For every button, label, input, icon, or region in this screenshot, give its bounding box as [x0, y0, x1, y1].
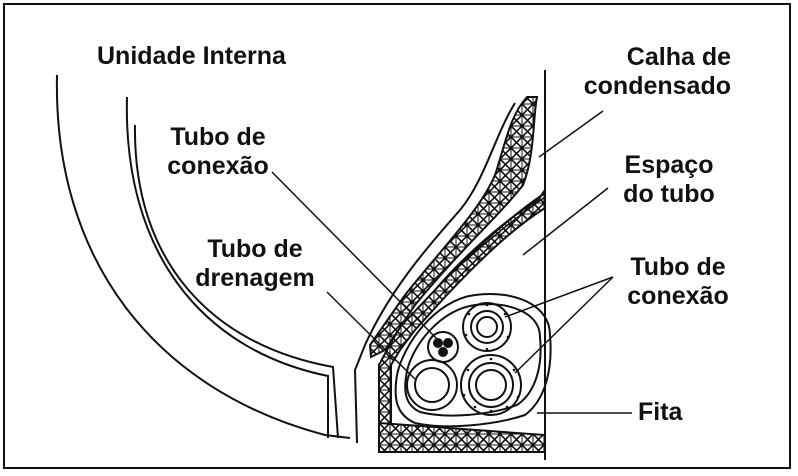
diagram-frame: Unidade Interna Calha de condensado Tubo… — [3, 3, 791, 469]
label-drain-pipe-line2: drenagem — [195, 264, 315, 292]
label-pipe-space-line1: Espaço — [624, 151, 714, 179]
condensate-tray — [353, 96, 546, 453]
label-condensate-tray-line2: condensado — [583, 72, 731, 100]
drain-pipe — [406, 359, 458, 411]
connection-pipe-small — [462, 302, 512, 352]
indoor-unit-body — [55, 74, 351, 439]
label-drain-pipe-line1: Tubo de — [207, 235, 303, 263]
wire-bundle — [427, 331, 459, 363]
label-pipe-space: Espaço do tubo — [611, 151, 727, 209]
tape-bundle — [394, 293, 552, 428]
connection-pipe-large — [460, 354, 522, 416]
label-condensate-tray: Calha de condensado — [553, 43, 731, 101]
label-drain-pipe: Tubo de drenagem — [185, 235, 325, 293]
label-indoor-unit: Unidade Interna — [97, 42, 286, 70]
label-connection-pipe-left-line1: Tubo de — [170, 123, 266, 151]
label-condensate-tray-line1: Calha de — [626, 43, 731, 71]
label-connection-pipe-left-line2: conexão — [167, 152, 269, 180]
label-connection-pipe-right: Tubo de conexão — [613, 253, 743, 311]
label-connection-pipe-right-line2: conexão — [627, 282, 729, 310]
label-connection-pipe-right-line1: Tubo de — [630, 253, 726, 281]
label-tape: Fita — [638, 398, 683, 426]
insulation-dots — [462, 303, 520, 413]
label-connection-pipe-left: Tubo de conexão — [153, 123, 283, 181]
leader-lines — [271, 110, 632, 414]
cross-section-drawing — [55, 70, 632, 460]
label-pipe-space-line2: do tubo — [623, 180, 715, 208]
